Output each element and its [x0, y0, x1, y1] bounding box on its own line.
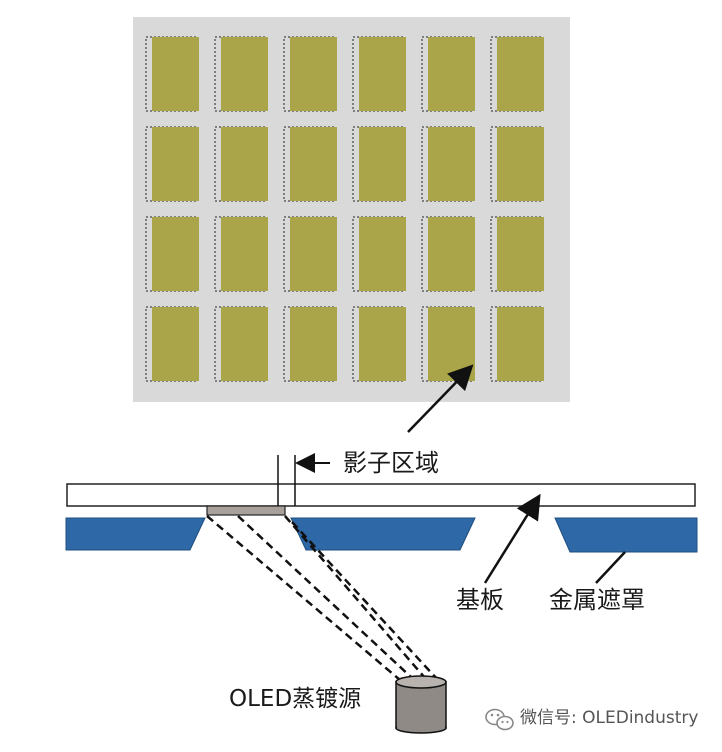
- source-label: OLED蒸镀源: [229, 686, 362, 712]
- wechat-icon: [485, 708, 514, 731]
- metal-mask-label: 金属遮罩: [549, 586, 645, 614]
- substrate-label-arrow: [483, 493, 541, 584]
- pixel-deposited: [497, 217, 544, 291]
- pixel-deposited: [221, 127, 268, 201]
- pixel-pointer-arrow: [407, 364, 474, 433]
- pixel-deposited: [428, 127, 475, 201]
- evaporation-source: [395, 675, 447, 734]
- pixel-deposited: [359, 307, 406, 381]
- pixel-deposited: [290, 37, 337, 111]
- deposited-film: [206, 505, 286, 516]
- pixel-deposited: [359, 127, 406, 201]
- substrate-bar: [66, 483, 696, 507]
- watermark-text: 微信号: OLEDindustry: [520, 708, 699, 728]
- pixel-deposited: [221, 307, 268, 381]
- pixel-deposited: [497, 127, 544, 201]
- metal-mask-right: [554, 517, 698, 553]
- substrate-label: 基板: [456, 586, 504, 614]
- pixel-deposited: [359, 37, 406, 111]
- pixel-deposited: [290, 217, 337, 291]
- pixel-deposited: [221, 217, 268, 291]
- mask-label-line: [595, 551, 626, 584]
- pixel-deposited: [152, 127, 199, 201]
- metal-mask-left: [65, 517, 206, 551]
- pixel-deposited: [428, 37, 475, 111]
- pixel-deposited: [428, 217, 475, 291]
- shadow-area-label: 影子区域: [343, 449, 439, 477]
- evaporation-path-3: [284, 515, 426, 679]
- metal-mask-middle: [290, 517, 476, 551]
- pixel-deposited: [152, 37, 199, 111]
- pixel-deposited: [497, 37, 544, 111]
- pixel-deposited: [497, 307, 544, 381]
- pixel-deposited: [152, 217, 199, 291]
- pixel-deposited: [221, 37, 268, 111]
- pixel-deposited: [152, 307, 199, 381]
- evaporation-path-4: [291, 521, 439, 681]
- pixel-deposited: [290, 307, 337, 381]
- evaporation-path-2: [237, 515, 413, 679]
- evaporation-path-1: [206, 515, 401, 681]
- pixel-deposited: [359, 217, 406, 291]
- pixel-deposited: [290, 127, 337, 201]
